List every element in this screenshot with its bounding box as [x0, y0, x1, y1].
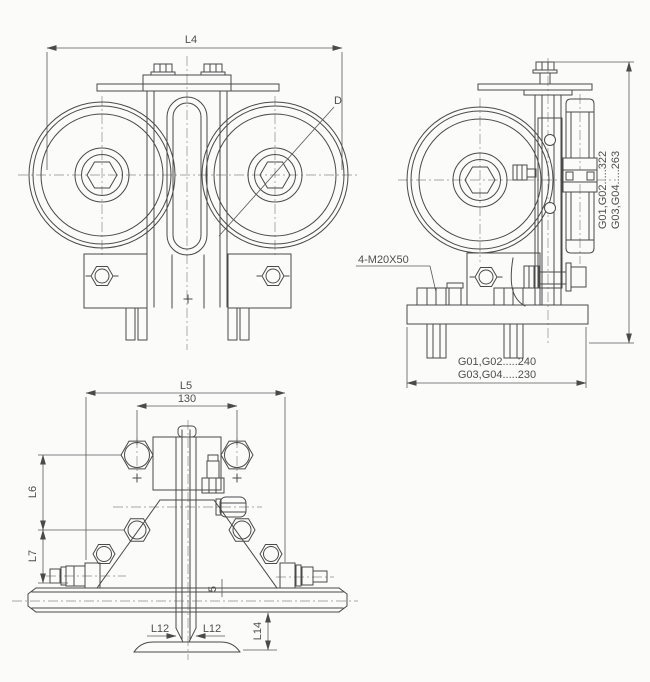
side-top-mount: [477, 61, 593, 96]
dim-l12-right-label: L12: [203, 623, 221, 635]
suspension-bolt-right: [220, 440, 254, 483]
dim-130-label: 130: [178, 393, 196, 405]
lower-nut-left: [92, 544, 116, 564]
side-view: 4-M20X50 G01,G02.....322 G03,G04.....263…: [356, 58, 634, 388]
dim-l12-left-label: L12: [151, 623, 169, 635]
front-view: L4: [18, 34, 358, 350]
dim-d-label: D: [334, 95, 342, 107]
gusset-plate: [96, 499, 278, 589]
axle-hex-nut: [464, 166, 496, 194]
clamp-bolt-right: [279, 562, 328, 589]
top-mount-assembly: [96, 63, 280, 92]
dim-width-b-label: G03,G04.....230: [458, 369, 536, 381]
dim-5: 5: [207, 579, 223, 597]
m20-bolt-head: [416, 287, 447, 306]
base-plate: [406, 262, 589, 359]
dim-width-a-label: G01,G02.....240: [458, 356, 536, 368]
wheel-right: [201, 101, 349, 249]
dim-l4-label: L4: [185, 34, 197, 46]
dim-side-height: G01,G02.....322 G03,G04.....263: [552, 61, 634, 344]
dim-l5-label: L5: [180, 380, 192, 392]
dim-height-b-label: G03,G04.....263: [610, 151, 622, 229]
adjuster-stud: [201, 454, 247, 518]
axle-hex-nut: [86, 161, 118, 189]
bottom-bracket-right: [227, 253, 292, 341]
axle-bolt-side: [512, 164, 537, 181]
guide-roller-assembly: [562, 98, 598, 254]
side-column: [534, 94, 562, 306]
plan-center-block: [152, 425, 222, 643]
bolt-callout: 4-M20X50: [356, 254, 437, 293]
wheel-left: [28, 101, 176, 249]
dim-height-a-label: G01,G02.....322: [597, 151, 609, 229]
dim-l12: L12 L12: [147, 623, 225, 639]
slope-bolt-left: [123, 518, 151, 542]
plan-view: L5 130: [12, 380, 358, 660]
axle-hex-nut: [259, 161, 291, 189]
dim-130: 130: [136, 393, 238, 445]
bolt-callout-label: 4-M20X50: [358, 254, 409, 266]
dim-l7-label: L7: [27, 550, 39, 562]
slope-bolt-right: [228, 518, 256, 542]
dim-base-width: G01,G02.....240 G03,G04.....230: [406, 327, 587, 388]
dim-l4: L4: [46, 34, 343, 170]
dim-l14-label: L14: [252, 622, 264, 640]
clamp-bolt-left: [49, 562, 101, 589]
dim-5-label: 5: [207, 586, 219, 592]
clamp-plate-section: [537, 117, 563, 289]
rail: [27, 587, 348, 613]
dim-d-callout: D: [218, 95, 342, 237]
dim-l6-label: L6: [27, 486, 39, 498]
dim-l14: L14: [243, 612, 277, 651]
dim-l6-l7: L6 L7: [27, 454, 124, 584]
dim-l5: L5: [85, 380, 286, 562]
rail-flange: [133, 641, 241, 653]
lower-nut-right: [259, 544, 283, 564]
bottom-bracket-left: [83, 253, 148, 341]
